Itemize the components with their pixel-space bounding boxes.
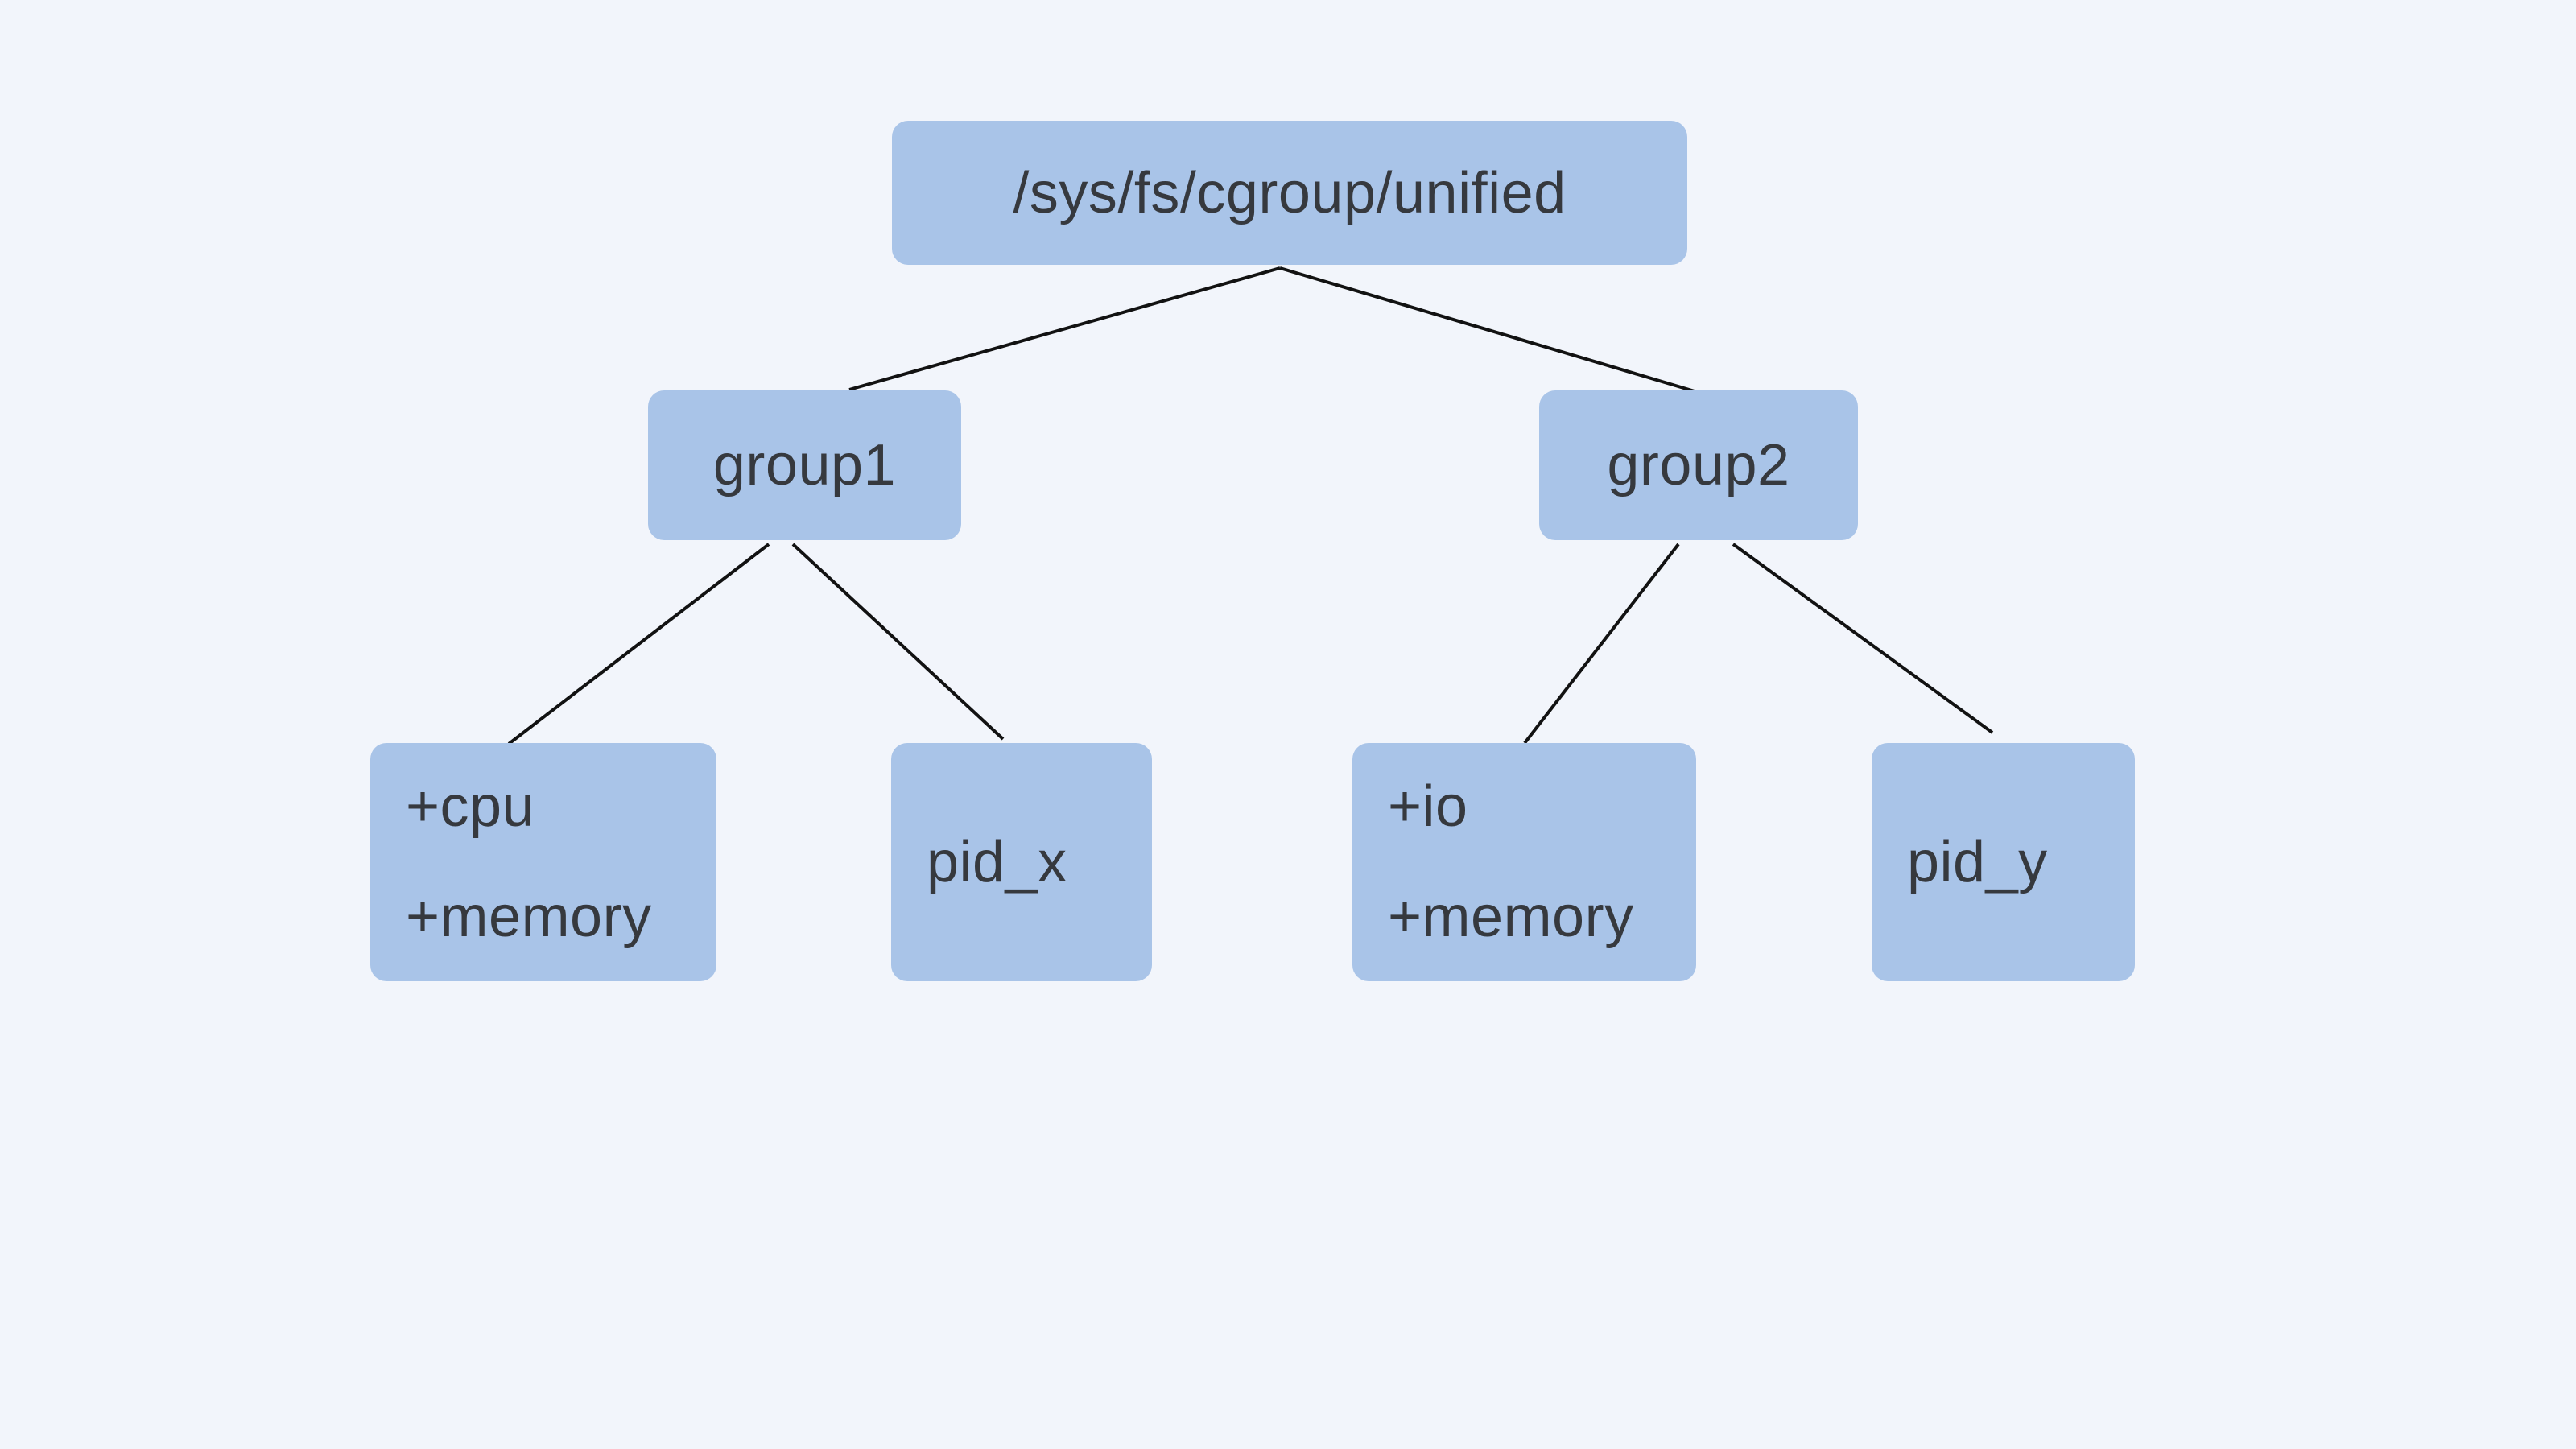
node-group1-label: group1 [712,433,897,497]
node-group1: group1 [648,390,961,540]
edge-group2-pid-y [1732,543,1994,734]
node-group2: group2 [1539,390,1858,540]
edge-group2-io-mem [1523,543,1680,745]
node-pid-y-label: pid_y [1907,830,2048,894]
edge-root-group1 [848,266,1281,391]
node-pid-x: pid_x [891,743,1152,981]
edge-root-group2 [1279,266,1695,393]
node-io-memory: +io +memory [1352,743,1696,981]
node-cpu-memory-line-1: +cpu [406,774,535,840]
node-io-memory-line-2: +memory [1388,885,1634,949]
edge-group1-cpu-mem [507,543,770,745]
node-io-memory-line-1: +io [1388,774,1468,840]
node-cpu-memory: +cpu +memory [370,743,716,981]
node-cpu-memory-line-2: +memory [406,885,652,949]
edge-group1-pid-x [791,543,1005,741]
node-root-label: /sys/fs/cgroup/unified [1013,160,1567,225]
node-group2-label: group2 [1607,433,1790,497]
node-root: /sys/fs/cgroup/unified [892,121,1687,265]
node-pid-x-label: pid_x [927,830,1067,894]
node-pid-y: pid_y [1872,743,2135,981]
